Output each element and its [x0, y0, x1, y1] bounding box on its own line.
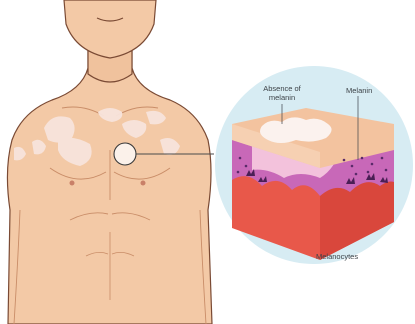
label-absence-line-2: melanin [262, 93, 302, 102]
melanin-dot [343, 159, 346, 162]
melanin-dot [355, 173, 358, 176]
absence-of-melanin-patch [260, 117, 332, 143]
melanin-dot [237, 171, 240, 174]
melanin-dot [361, 157, 364, 160]
label-absence-of-melanin: Absence of melanin [262, 84, 302, 102]
label-absence-line-1: Absence of [262, 84, 302, 93]
label-melanin: Melanin [346, 86, 372, 95]
melanin-dot [367, 171, 370, 174]
melanin-dot [239, 157, 242, 160]
melanin-dot [245, 165, 248, 168]
label-melanocytes: Melanocytes [316, 252, 358, 261]
melanin-dot [351, 165, 354, 168]
head [64, 0, 156, 58]
nipple-left [70, 181, 75, 186]
melanin-dot [371, 163, 374, 166]
human-figure [7, 0, 212, 324]
melanin-dot [381, 157, 384, 160]
focus-circle [114, 143, 136, 165]
nipple-right [141, 181, 146, 186]
zoom-inset [215, 66, 413, 264]
melanin-dot [385, 169, 388, 172]
